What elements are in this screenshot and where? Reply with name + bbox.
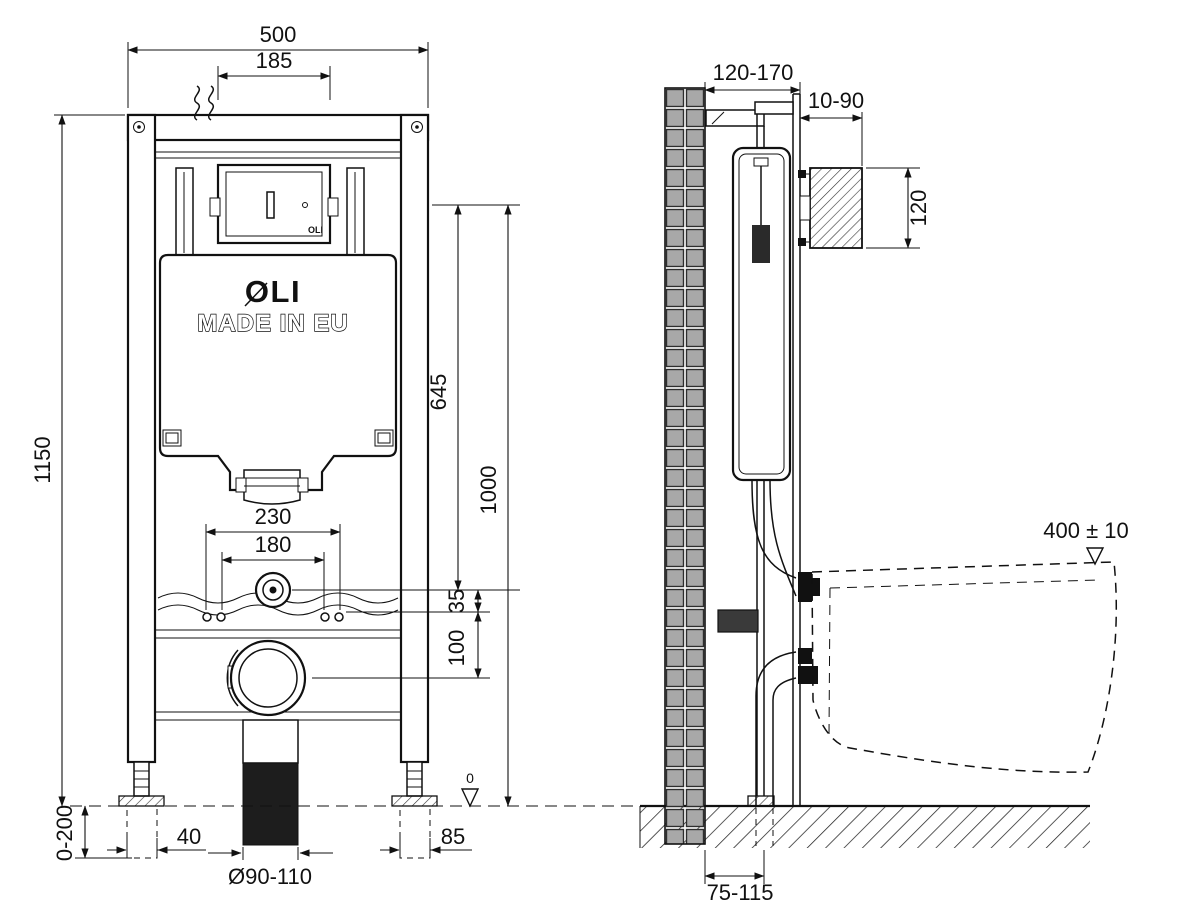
dim-1000-label: 1000	[476, 466, 501, 515]
wc-bolt	[202, 612, 212, 622]
foot-extension-left	[126, 805, 158, 859]
dim-right-foot: 85	[380, 824, 472, 856]
dim-40-label: 40	[177, 824, 201, 849]
datum-marker: 0	[460, 770, 480, 808]
datum-triangle-icon	[460, 788, 480, 808]
crossbar-section	[717, 609, 759, 633]
dim-10-90-label: 10-90	[808, 88, 864, 113]
dim-plate-width-label: 185	[256, 48, 293, 73]
dim-housing-depth: 10-90	[799, 88, 864, 166]
wc-bolt	[334, 612, 344, 622]
water-wave-line	[157, 604, 399, 616]
connections-front	[157, 571, 399, 717]
wall-bracket	[705, 109, 765, 127]
pipes-side	[751, 479, 797, 846]
dim-foot-adjust: 0-200	[52, 805, 132, 861]
tank-clip-right	[374, 429, 394, 447]
drain-clamp-arc	[226, 649, 239, 707]
flush-elbow	[235, 469, 309, 505]
dim-bowl-height: 400 ± 10	[1043, 518, 1129, 566]
finished-wall	[792, 93, 801, 806]
wall-hung-bowl-outline	[811, 561, 1118, 773]
dim-left-foot: 40	[107, 824, 206, 856]
wc-bolt	[320, 612, 330, 622]
cistern-side	[731, 146, 792, 482]
frame-foot-side	[747, 795, 775, 807]
dim-120-170-label: 120-170	[713, 60, 794, 85]
feet-front	[118, 761, 438, 859]
tiled-wall	[664, 87, 706, 845]
dim-housing-height: 120	[866, 167, 931, 249]
dim-drain-diameter-label: Ø90-110	[228, 864, 312, 889]
level-triangle-icon	[1085, 547, 1105, 566]
foot-extension-right	[399, 805, 431, 859]
front-view: OLI OLI MADE IN EU	[118, 85, 438, 859]
floor-section	[639, 804, 1090, 848]
flush-unit-clip-left	[209, 197, 221, 217]
drain-pipe-front	[242, 719, 299, 846]
logo-slash	[244, 282, 268, 307]
flush-unit-clip-right	[327, 197, 339, 217]
dim-total-width: 500	[127, 22, 429, 108]
made-in-eu-label: MADE IN EU	[197, 310, 348, 337]
wc-mounting-hardware	[798, 572, 820, 684]
drain-outlet	[229, 639, 307, 717]
dim-plate-width: 185	[217, 48, 331, 100]
dim-drain-offset: 75-115	[704, 850, 774, 905]
cistern-front: OLI MADE IN EU	[158, 253, 398, 505]
brand-logo-label: OLI	[245, 274, 301, 309]
datum-zero-label: 0	[466, 770, 474, 786]
fill-valve	[752, 225, 770, 263]
dim-drain-diameter: Ø90-110	[208, 847, 333, 889]
squiggle-icon	[194, 85, 214, 121]
dim-100-label: 100	[444, 630, 469, 667]
dim-frame-depth: 120-170	[704, 60, 801, 94]
dim-400-label: 400 ± 10	[1043, 518, 1128, 543]
dim-75-115-label: 75-115	[707, 880, 774, 905]
dim-85-label: 85	[441, 824, 465, 849]
dim-180-label: 180	[255, 532, 292, 557]
dim-bolt-spacings: 230 180	[205, 504, 341, 610]
dim-645-label: 645	[426, 374, 451, 411]
tank-clip-left	[162, 429, 182, 447]
dim-0-200-label: 0-200	[52, 805, 77, 861]
dim-120-label: 120	[906, 190, 931, 227]
plate-brand-label: OLI	[308, 225, 323, 235]
dim-645-1000-group: 645 1000 35 100	[292, 204, 520, 807]
flush-plate-housing	[798, 167, 863, 249]
dim-total-height-label: 1150	[30, 436, 55, 483]
dim-total-width-label: 500	[260, 22, 297, 47]
dim-230-label: 230	[255, 504, 292, 529]
side-view	[639, 87, 1118, 848]
dim-35-label: 35	[444, 589, 469, 613]
frame-front	[126, 113, 430, 764]
flush-unit: OLI	[175, 163, 365, 258]
wc-bolt	[216, 612, 226, 622]
dim-total-height: 1150	[30, 114, 125, 807]
